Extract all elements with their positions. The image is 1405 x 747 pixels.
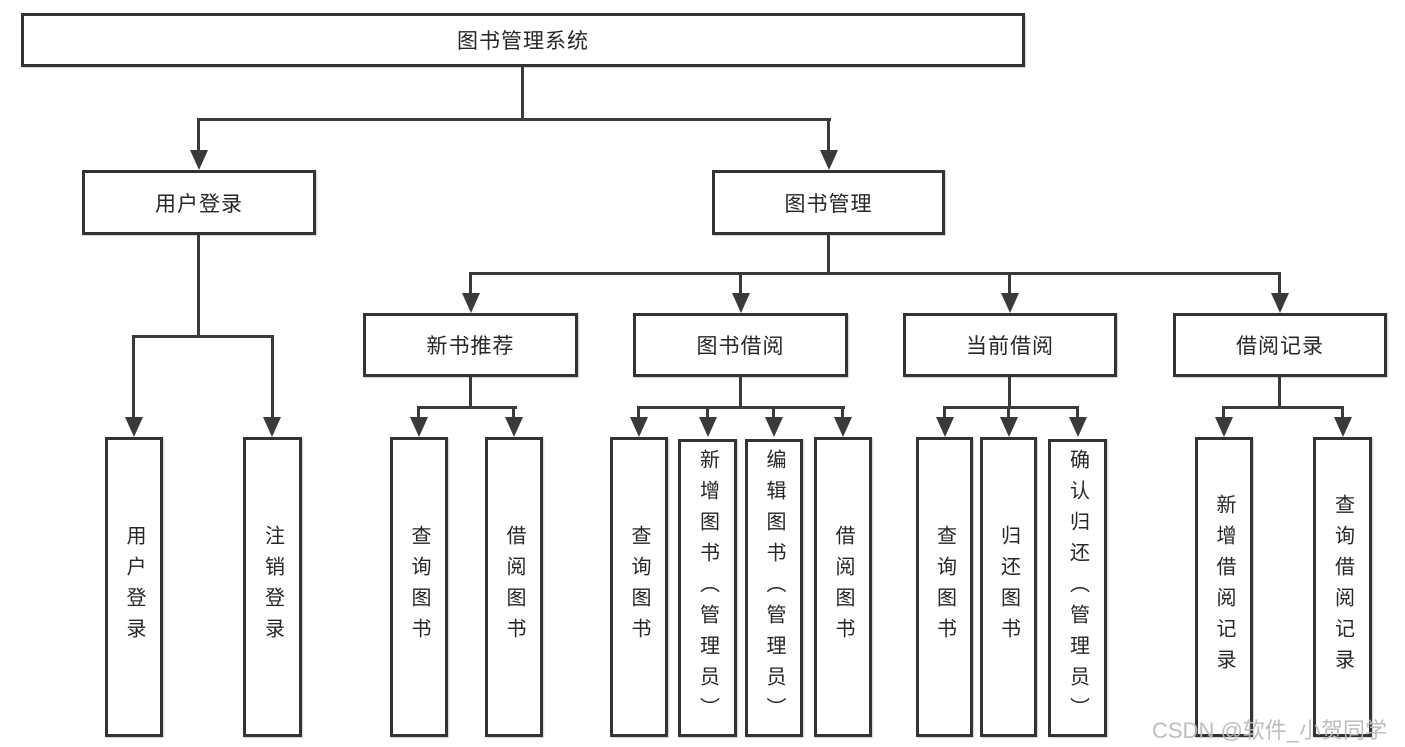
connector-book-stem bbox=[827, 235, 830, 275]
node-book-borrow: 图书借阅 bbox=[633, 313, 848, 377]
arrow-to-user-login bbox=[190, 150, 208, 170]
arrow-to-borrow-leaf1 bbox=[630, 417, 648, 437]
connector-stem-recommend-leaf1 bbox=[417, 406, 420, 419]
connector-root-stem bbox=[521, 67, 524, 121]
connector-stem-leaf-user-login bbox=[132, 335, 135, 419]
node-book-management: 图书管理 bbox=[712, 170, 945, 235]
connector-stem-borrow-leaf1 bbox=[637, 406, 640, 419]
connector-book-hbar bbox=[469, 272, 1281, 275]
connector-stem-borrow bbox=[739, 272, 742, 295]
connector-stem-leaf-logout bbox=[271, 335, 274, 419]
connector-user-stem bbox=[197, 235, 200, 338]
connector-stem-borrow-leaf4 bbox=[841, 406, 844, 419]
arrow-to-records-leaf2 bbox=[1334, 417, 1352, 437]
leaf-user-login: 用户登录 bbox=[105, 437, 163, 737]
connector-current-stem bbox=[1008, 377, 1011, 409]
connector-stem-current bbox=[1008, 272, 1011, 295]
connector-stem-recommend bbox=[469, 272, 472, 295]
root-node-library-system: 图书管理系统 bbox=[21, 13, 1025, 67]
arrow-to-records bbox=[1271, 293, 1289, 313]
leaf-current-return-books: 归还图书 bbox=[980, 437, 1037, 737]
arrow-to-recommend-leaf1 bbox=[410, 417, 428, 437]
arrow-to-recommend bbox=[462, 293, 480, 313]
connector-recommend-stem bbox=[469, 377, 472, 409]
leaf-borrow-borrow-books: 借阅图书 bbox=[814, 437, 872, 737]
arrow-to-current-leaf2 bbox=[1000, 417, 1018, 437]
arrow-to-current-leaf3 bbox=[1069, 417, 1087, 437]
arrow-to-current bbox=[1001, 293, 1019, 313]
csdn-watermark: CSDN @软件_小贺同学 bbox=[1152, 718, 1388, 743]
connector-current-hbar bbox=[943, 406, 1079, 409]
leaf-records-add-borrow-record: 新增借阅记录 bbox=[1195, 437, 1253, 737]
arrow-to-borrow-leaf2 bbox=[699, 417, 717, 437]
connector-stem-records-leaf1 bbox=[1222, 406, 1225, 419]
connector-stem-records-leaf2 bbox=[1341, 406, 1344, 419]
arrow-to-borrow-leaf3 bbox=[765, 417, 783, 437]
arrow-to-records-leaf1 bbox=[1215, 417, 1233, 437]
connector-stem-current-leaf1 bbox=[943, 406, 946, 419]
connector-borrow-stem bbox=[739, 377, 742, 409]
connector-stem-recommend-leaf2 bbox=[512, 406, 515, 419]
connector-stem-records bbox=[1278, 272, 1281, 295]
leaf-current-query-books: 查询图书 bbox=[916, 437, 973, 737]
leaf-records-query-borrow-record: 查询借阅记录 bbox=[1313, 437, 1372, 737]
leaf-borrow-add-books-admin: 新增图书（管理员） bbox=[678, 439, 737, 737]
connector-recommend-hbar bbox=[417, 406, 517, 409]
arrow-to-recommend-leaf2 bbox=[505, 417, 523, 437]
node-new-book-recommend: 新书推荐 bbox=[363, 313, 578, 377]
arrow-to-leaf-user-login bbox=[125, 417, 143, 437]
node-borrow-records: 借阅记录 bbox=[1173, 313, 1387, 377]
connector-root-hbar bbox=[197, 118, 831, 121]
connector-stem-book-management bbox=[827, 118, 830, 153]
connector-stem-borrow-leaf2 bbox=[706, 406, 709, 419]
connector-user-hbar bbox=[132, 335, 274, 338]
arrow-to-borrow bbox=[732, 293, 750, 313]
arrow-to-leaf-logout bbox=[263, 417, 281, 437]
leaf-recommend-query-books: 查询图书 bbox=[390, 437, 448, 737]
arrow-to-borrow-leaf4 bbox=[834, 417, 852, 437]
arrow-to-book-management bbox=[820, 150, 838, 170]
connector-borrow-hbar bbox=[637, 406, 845, 409]
connector-records-stem bbox=[1278, 377, 1281, 409]
connector-stem-borrow-leaf3 bbox=[772, 406, 775, 419]
connector-stem-user-login bbox=[197, 118, 200, 153]
arrow-to-current-leaf1 bbox=[936, 417, 954, 437]
leaf-recommend-borrow-books: 借阅图书 bbox=[485, 437, 543, 737]
connector-stem-current-leaf2 bbox=[1007, 406, 1010, 419]
leaf-borrow-edit-books-admin: 编辑图书（管理员） bbox=[745, 439, 803, 737]
leaf-current-confirm-return-admin: 确认归还（管理员） bbox=[1048, 439, 1107, 737]
node-current-borrow: 当前借阅 bbox=[903, 313, 1117, 377]
connector-records-hbar bbox=[1222, 406, 1344, 409]
connector-stem-current-leaf3 bbox=[1076, 406, 1079, 419]
node-user-login: 用户登录 bbox=[82, 170, 316, 235]
leaf-borrow-query-books: 查询图书 bbox=[610, 437, 668, 737]
leaf-logout: 注销登录 bbox=[243, 437, 302, 737]
